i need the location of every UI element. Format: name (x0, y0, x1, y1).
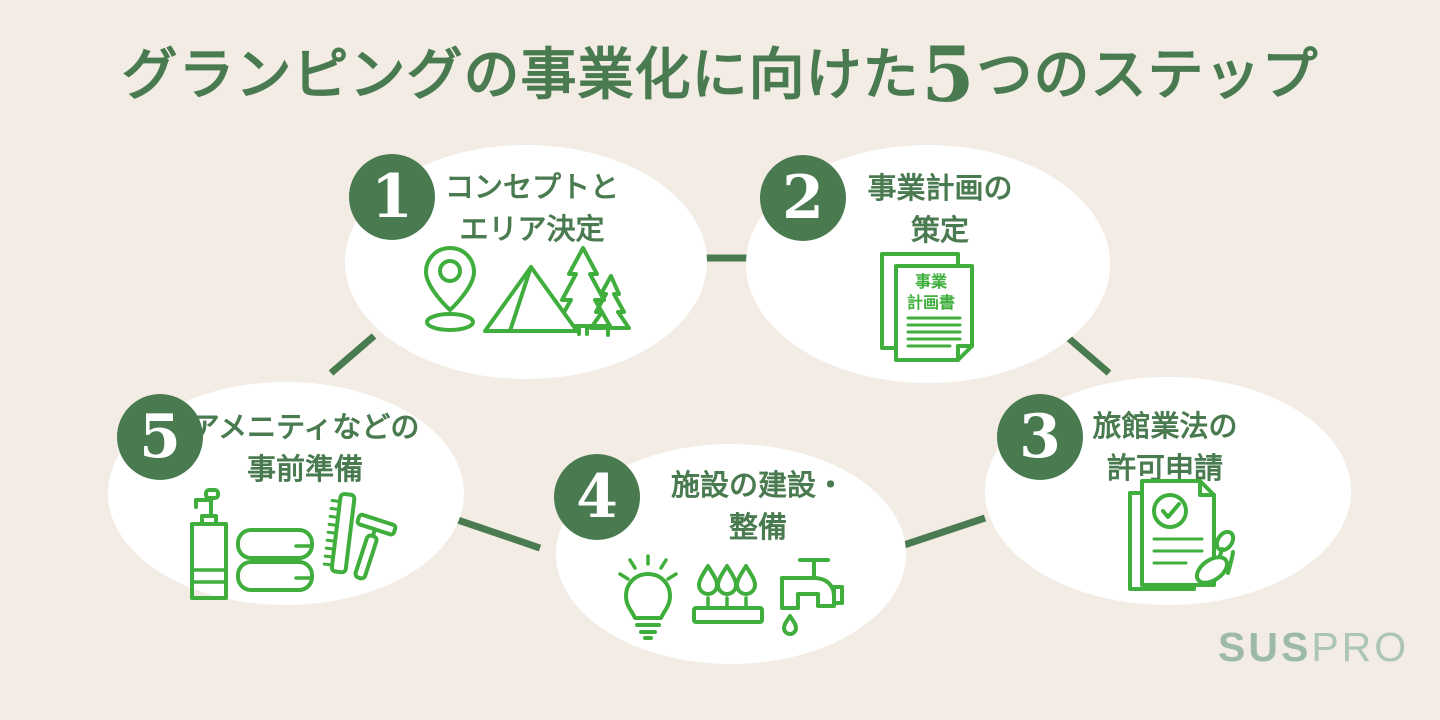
connector-step3-step4 (896, 514, 987, 551)
connector-step4-step5 (453, 515, 542, 552)
gas-burner-icon (692, 564, 764, 624)
step-5-label: アメニティなどの事前準備 (185, 407, 425, 491)
step-3-label: 旅館業法の許可申請 (1045, 406, 1285, 490)
suspro-logo: SUSPRO (1218, 627, 1409, 668)
page-fold (956, 344, 974, 362)
step-4-label-line1: 施設の建設・ (670, 470, 845, 502)
title-text-before: グランピングの事業化に向けた (121, 43, 920, 106)
front-page (1140, 479, 1216, 587)
step-1-number-badge: 1 (349, 154, 435, 240)
lightbulb-icon (618, 554, 678, 640)
text-lines (1152, 537, 1204, 565)
step-3-number-badge: 3 (997, 394, 1083, 480)
step-4-icons (618, 554, 844, 640)
document-title-label: 事業計画書 (893, 273, 969, 315)
step-1-icons (424, 246, 631, 337)
towels-icon (236, 528, 314, 592)
text-lines (906, 316, 962, 348)
step-2-label-line1: 事業計画の (867, 173, 1013, 205)
stamp-icon (1194, 529, 1236, 585)
step-2-label-line2: 策定 (910, 215, 969, 248)
step-5-icons (190, 488, 398, 600)
connector-step2-step3 (1063, 333, 1112, 376)
water-drop (782, 614, 798, 636)
business-plan-documents-icon (880, 252, 974, 362)
step-2-number: 2 (782, 163, 824, 233)
step-5-label-line1: アメニティなどの (190, 412, 420, 444)
check-circle (1152, 493, 1188, 529)
title-text-after: つのステップ (976, 43, 1319, 106)
step-1-label-line1: コンセプトと (444, 172, 619, 204)
tent-icon (483, 265, 579, 333)
trees-icon (554, 246, 631, 337)
step-4-number-badge: 4 (554, 454, 640, 540)
step-4-number: 4 (576, 462, 618, 532)
faucet-icon (780, 558, 844, 636)
pump-bottle-icon (190, 488, 228, 600)
step-1-label: コンセプトとエリア決定 (412, 167, 652, 251)
step-4-label-line2: 整備 (728, 512, 787, 545)
step-5-number-badge: 5 (117, 394, 203, 480)
comb-icon (322, 492, 357, 575)
connector-step5-step1 (328, 333, 377, 376)
approved-document-icon (1128, 479, 1236, 591)
step-4-label: 施設の建設・整備 (638, 465, 878, 549)
step-1-number: 1 (371, 162, 413, 232)
step-3-number: 3 (1019, 402, 1061, 472)
step-1-label-line2: エリア決定 (459, 214, 605, 247)
logo-sus: SUS (1218, 624, 1312, 670)
logo-pro: PRO (1311, 624, 1410, 670)
razor-icon (353, 512, 398, 581)
step-5-number: 5 (139, 402, 181, 472)
front-page (894, 264, 974, 362)
step-2-number-badge: 2 (760, 155, 846, 241)
document-title-line2: 計画書 (906, 294, 955, 312)
step-2-label: 事業計画の策定 (820, 168, 1060, 252)
location-pin-icon (424, 246, 476, 332)
title-number: 5 (921, 30, 975, 119)
step-3-label-line1: 旅館業法の (1092, 411, 1238, 443)
page-title: グランピングの事業化に向けた5つのステップ (0, 37, 1440, 113)
page-fold (1198, 479, 1216, 497)
step-5-label-line2: 事前準備 (246, 454, 363, 487)
document-title-line1: 事業 (914, 274, 947, 291)
